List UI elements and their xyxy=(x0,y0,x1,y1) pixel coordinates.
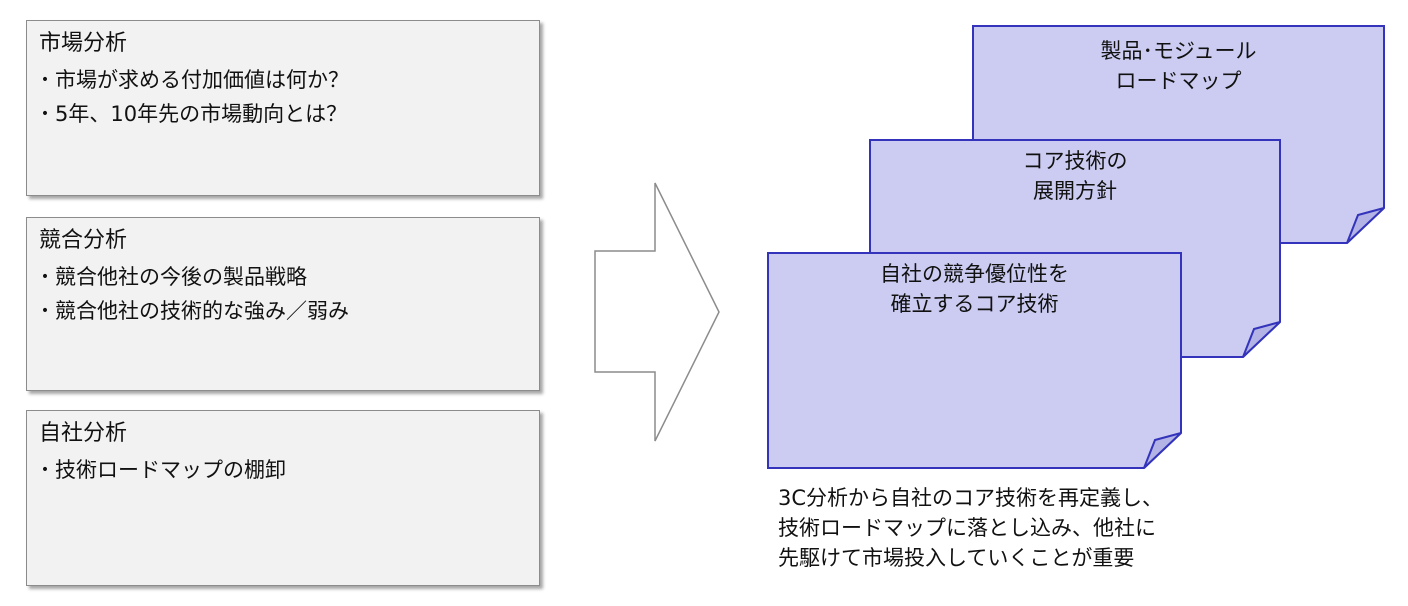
bullet-icon: • xyxy=(40,303,50,319)
bullet-icon: • xyxy=(40,269,50,285)
note-text: 自社の競争優位性を 確立するコア技術 xyxy=(768,259,1181,319)
right-arrow-icon xyxy=(594,182,720,442)
list-item-text: 5年、10年先の市場動向とは？ xyxy=(55,102,348,126)
caption-line: 3C分析から自社のコア技術を再定義し、 xyxy=(778,486,1164,510)
note-text: コア技術の 展開方針 xyxy=(870,146,1280,206)
caption-line: 先駆けて市場投入していくことが重要 xyxy=(778,546,1135,570)
panel-title: 自社分析 xyxy=(39,421,128,446)
list-item-text: 市場が求める付加価値は何か？ xyxy=(55,68,349,92)
list-item: • 競合他社の今後の製品戦略 xyxy=(39,260,527,294)
list-item: • 競合他社の技術的な強み／弱み xyxy=(39,294,527,328)
panel-list: • 競合他社の今後の製品戦略 • 競合他社の技術的な強み／弱み xyxy=(39,260,527,328)
note-core-tech-advantage: 自社の競争優位性を 確立するコア技術 xyxy=(767,252,1182,469)
list-item-text: 技術ロードマップの棚卸 xyxy=(55,458,286,482)
summary-caption: 3C分析から自社のコア技術を再定義し、 技術ロードマップに落とし込み、他社に 先… xyxy=(778,483,1163,573)
own-company-analysis-panel: 自社分析 • 技術ロードマップの棚卸 xyxy=(26,410,540,586)
panel-title: 競合分析 xyxy=(39,228,128,253)
list-item-text: 競合他社の技術的な強み／弱み xyxy=(55,299,349,323)
note-line: 自社の競争優位性を xyxy=(880,262,1069,286)
panel-title: 市場分析 xyxy=(39,31,128,56)
note-shape xyxy=(767,252,1182,469)
note-line: 確立するコア技術 xyxy=(890,292,1059,316)
bullet-icon: • xyxy=(40,72,50,88)
note-line: 製品･モジュール xyxy=(1100,39,1257,63)
note-line: コア技術の xyxy=(1022,149,1128,173)
list-item: • 5年、10年先の市場動向とは？ xyxy=(39,97,527,131)
note-text: 製品･モジュール ロードマップ xyxy=(973,36,1384,96)
note-line: 展開方針 xyxy=(1033,179,1117,203)
list-item: • 技術ロードマップの棚卸 xyxy=(39,453,527,487)
bullet-icon: • xyxy=(40,462,50,478)
panel-list: • 市場が求める付加価値は何か？ • 5年、10年先の市場動向とは？ xyxy=(39,63,527,131)
note-line: ロードマップ xyxy=(1115,69,1242,93)
caption-line: 技術ロードマップに落とし込み、他社に xyxy=(778,516,1156,540)
competitor-analysis-panel: 競合分析 • 競合他社の今後の製品戦略 • 競合他社の技術的な強み／弱み xyxy=(26,217,540,391)
bullet-icon: • xyxy=(40,106,50,122)
panel-list: • 技術ロードマップの棚卸 xyxy=(39,453,527,487)
list-item: • 市場が求める付加価値は何か？ xyxy=(39,63,527,97)
list-item-text: 競合他社の今後の製品戦略 xyxy=(55,265,307,289)
market-analysis-panel: 市場分析 • 市場が求める付加価値は何か？ • 5年、10年先の市場動向とは？ xyxy=(26,20,540,196)
